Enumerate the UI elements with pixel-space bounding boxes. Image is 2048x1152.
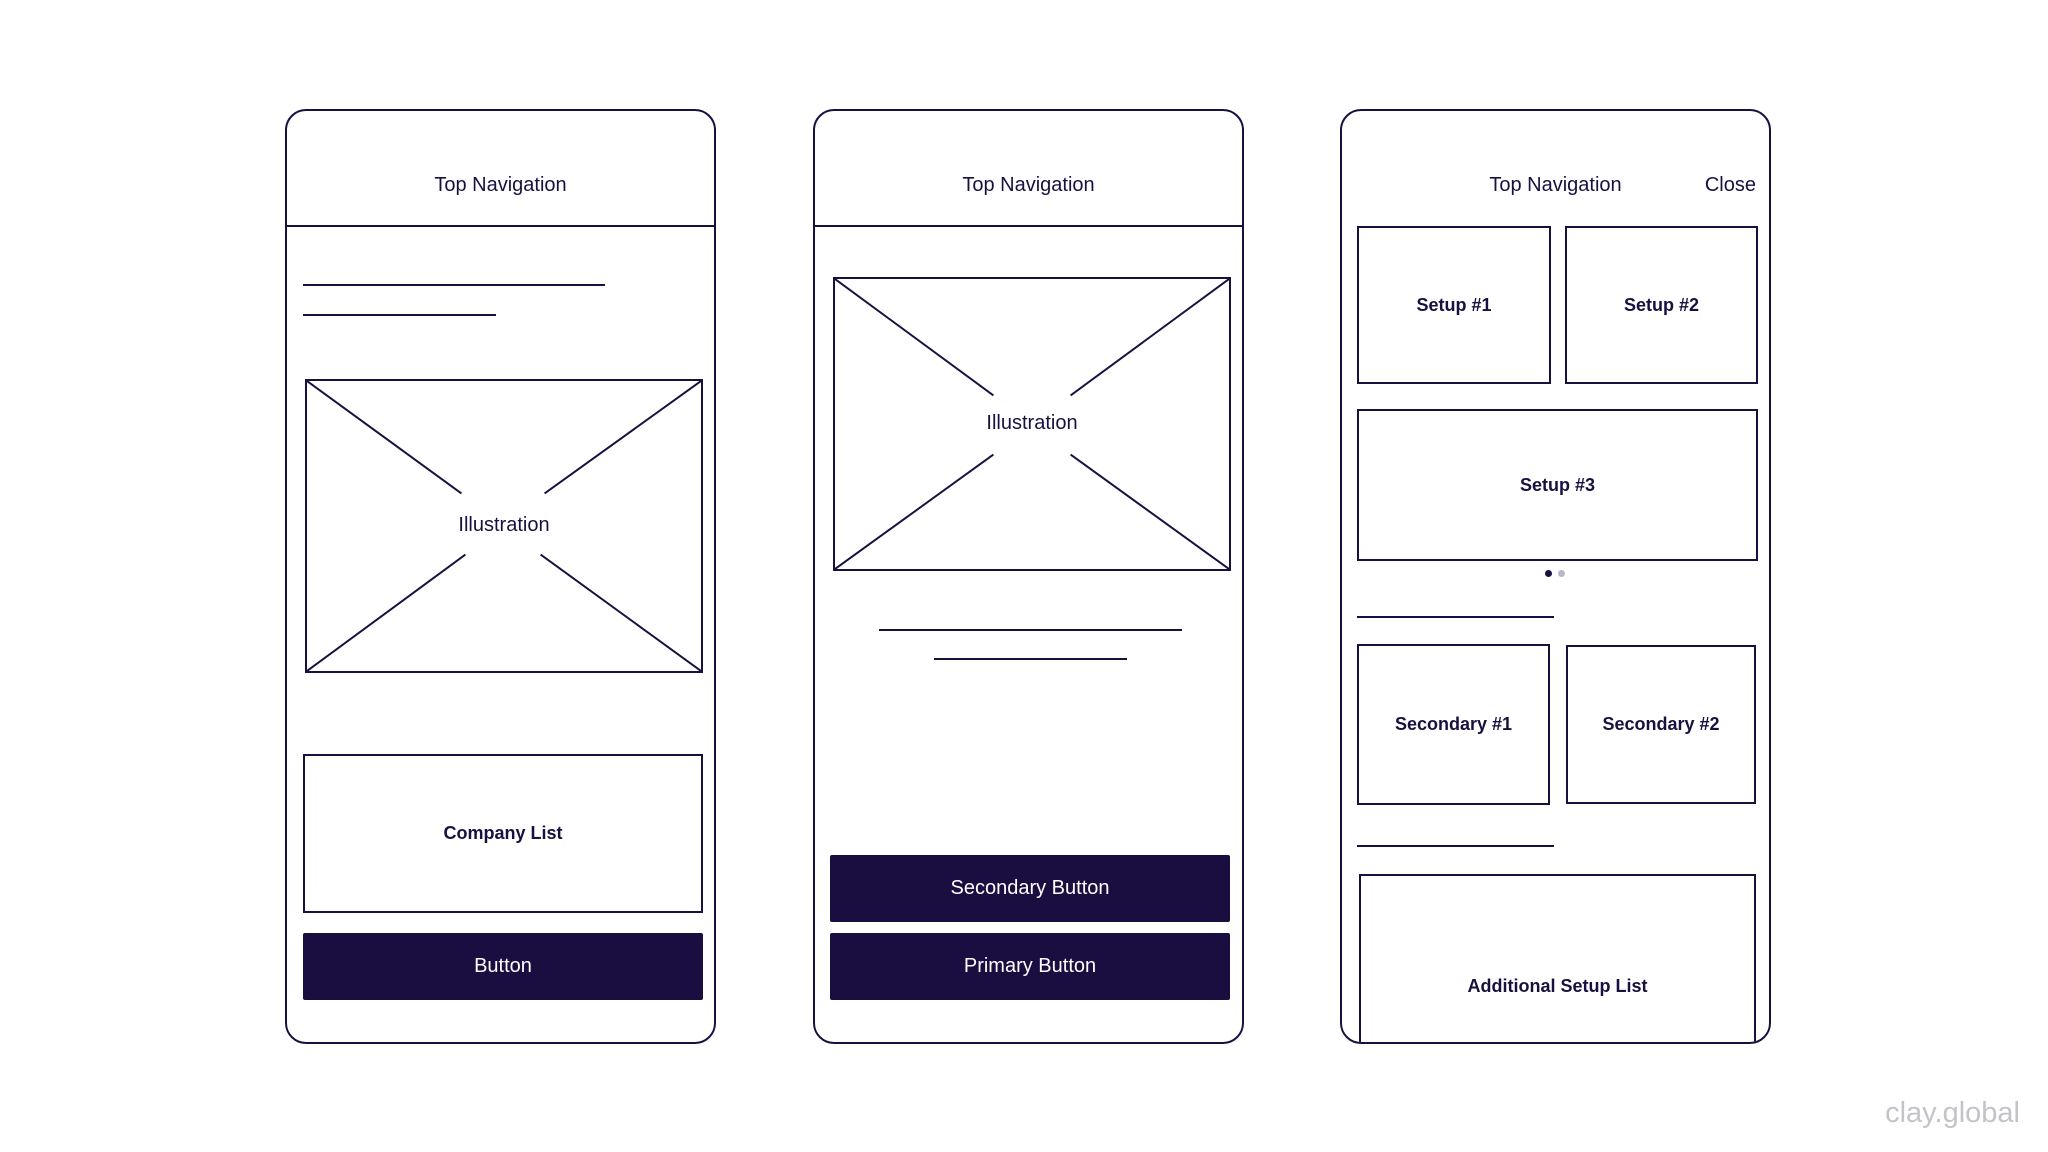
carousel-dot-active[interactable] bbox=[1545, 570, 1552, 577]
carousel-pagination[interactable] bbox=[1545, 570, 1565, 577]
illustration-label: Illustration bbox=[458, 514, 550, 536]
text-placeholder-line bbox=[879, 629, 1182, 631]
setup-card-3[interactable]: Setup #3 bbox=[1357, 409, 1758, 561]
top-navigation-title: Top Navigation bbox=[1489, 174, 1622, 196]
wireframe-screen-1: Top Navigation Illustration Company List… bbox=[285, 109, 716, 1044]
setup-card-1[interactable]: Setup #1 bbox=[1357, 226, 1551, 384]
watermark-logo: clay.global bbox=[1885, 1097, 2020, 1129]
illustration-placeholder: Illustration bbox=[305, 379, 703, 673]
close-button[interactable]: Close bbox=[1704, 174, 1756, 196]
placeholder-cross-icon bbox=[835, 279, 1229, 569]
text-placeholder-line bbox=[934, 658, 1127, 660]
wireframe-screen-3: Top Navigation Close Setup #1 Setup #2 S… bbox=[1340, 109, 1771, 1044]
illustration-label: Illustration bbox=[986, 412, 1078, 434]
primary-button[interactable]: Button bbox=[303, 933, 703, 1000]
setup-card-2[interactable]: Setup #2 bbox=[1565, 226, 1758, 384]
top-navigation-title: Top Navigation bbox=[434, 174, 567, 196]
carousel-dot[interactable] bbox=[1558, 570, 1565, 577]
company-list[interactable]: Company List bbox=[303, 754, 703, 913]
primary-button[interactable]: Primary Button bbox=[830, 933, 1230, 1000]
wireframe-screen-2: Top Navigation Illustration Secondary Bu… bbox=[813, 109, 1244, 1044]
text-placeholder-line bbox=[303, 314, 496, 316]
illustration-placeholder: Illustration bbox=[833, 277, 1231, 571]
secondary-card-2[interactable]: Secondary #2 bbox=[1566, 645, 1756, 804]
additional-setup-list[interactable]: Additional Setup List bbox=[1359, 874, 1756, 1042]
top-navigation-title: Top Navigation bbox=[962, 174, 1095, 196]
nav-divider bbox=[287, 225, 714, 227]
section-heading-line bbox=[1357, 616, 1554, 618]
placeholder-cross-icon bbox=[307, 381, 701, 671]
nav-divider bbox=[815, 225, 1242, 227]
secondary-card-1[interactable]: Secondary #1 bbox=[1357, 644, 1550, 805]
secondary-button[interactable]: Secondary Button bbox=[830, 855, 1230, 922]
section-heading-line bbox=[1357, 845, 1554, 847]
text-placeholder-line bbox=[303, 284, 605, 286]
